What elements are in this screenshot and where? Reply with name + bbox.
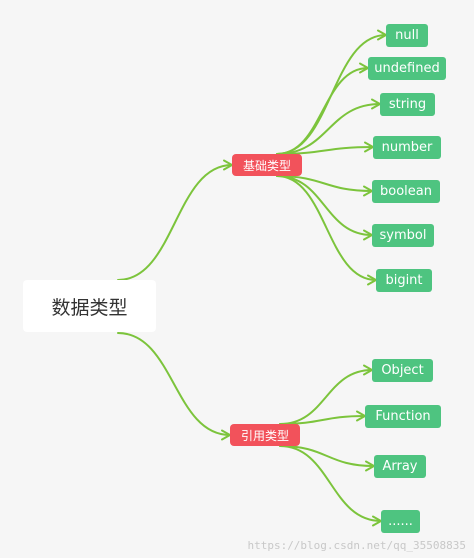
connector-primitive-to-leaf (276, 146, 374, 155)
leaf-label: ...... (388, 514, 413, 529)
leaf-label: Array (382, 459, 418, 474)
connector-primitive-to-leaf (276, 175, 377, 281)
connector-reference-to-leaf (279, 415, 366, 425)
leaf-label: Function (375, 409, 431, 424)
leaf-label: undefined (374, 61, 440, 76)
leaf-node-ellipsis[interactable]: ...... (381, 510, 420, 533)
leaf-label: number (381, 140, 433, 155)
connector-reference-to-leaf (279, 445, 375, 467)
leaf-label: boolean (380, 184, 432, 199)
branch-label-primitive-types: 基础类型 (242, 158, 291, 173)
connector-root-to-reference (117, 332, 231, 436)
branch-label-reference-types: 引用类型 (240, 428, 289, 443)
leaf-node-number[interactable]: number (373, 136, 441, 159)
connector-reference-to-leaf (279, 369, 373, 425)
leaf-node-null[interactable]: null (386, 24, 428, 47)
branch-node-reference-types[interactable]: 引用类型 (230, 424, 300, 446)
connector-primitive-to-leaf (276, 67, 369, 155)
leaf-node-symbol[interactable]: symbol (372, 224, 434, 247)
leaf-node-undefined[interactable]: undefined (368, 57, 446, 80)
connector-primitive-to-leaf (276, 175, 373, 236)
leaf-node-function[interactable]: Function (365, 405, 441, 428)
leaf-node-object[interactable]: Object (372, 359, 433, 382)
leaf-label: Object (381, 363, 424, 378)
connector-primitive-to-leaf (276, 103, 381, 155)
leaf-label: bigint (385, 273, 423, 288)
leaf-label: symbol (379, 228, 427, 243)
connector-root-to-primitive (117, 164, 233, 281)
watermark: https://blog.csdn.net/qq_35508835 (247, 539, 466, 552)
branch-node-primitive-types[interactable]: 基础类型 (232, 154, 302, 176)
connector-reference-to-leaf (279, 445, 382, 522)
root-node[interactable]: 数据类型 (23, 280, 156, 332)
root-node-label: 数据类型 (51, 296, 128, 319)
leaf-label: string (388, 97, 427, 112)
leaf-node-boolean[interactable]: boolean (372, 180, 440, 203)
leaf-label: null (395, 28, 419, 43)
leaf-node-array[interactable]: Array (374, 455, 426, 478)
connector-primitive-to-leaf (276, 175, 373, 192)
leaf-node-string[interactable]: string (380, 93, 435, 116)
leaf-node-bigint[interactable]: bigint (376, 269, 432, 292)
